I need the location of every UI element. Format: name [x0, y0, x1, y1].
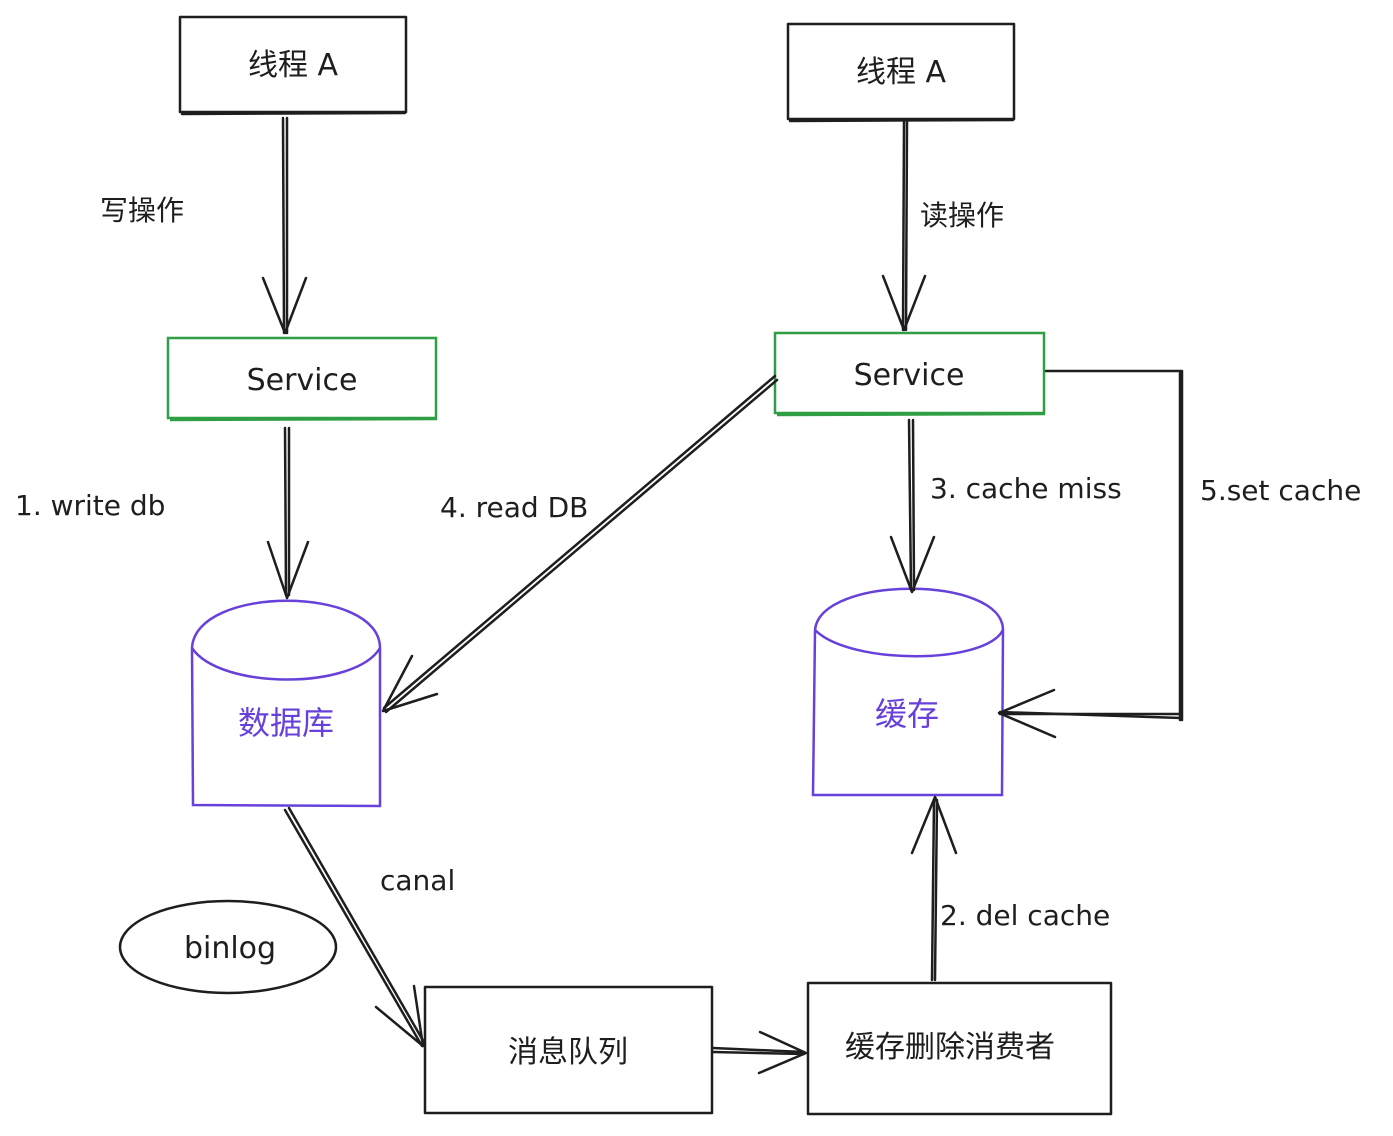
service-right-node[interactable]: Service — [773, 331, 1046, 417]
thread-right-label: 线程 A — [856, 55, 947, 90]
service-left-node[interactable]: Service — [166, 336, 438, 422]
arrow-set-cache — [997, 369, 1184, 739]
arrow-consumer-to-cache — [910, 795, 958, 982]
message-queue-label: 消息队列 — [508, 1035, 628, 1070]
database-node[interactable]: 数据库 — [190, 599, 382, 808]
arrow-service-left-to-database — [266, 426, 310, 600]
edge-label-read-op: 读操作 — [920, 199, 1004, 232]
thread-right-node[interactable]: 线程 A — [786, 22, 1016, 123]
edge-label-cache-miss: 3. cache miss — [930, 472, 1122, 505]
arrow-service-right-to-cache — [889, 418, 936, 594]
arrow-message-queue-to-consumer — [711, 1030, 808, 1075]
database-label: 数据库 — [238, 704, 334, 742]
arrow-service-right-to-database — [381, 374, 779, 714]
edge-label-set-cache: 5.set cache — [1200, 474, 1361, 507]
binlog-label: binlog — [184, 931, 276, 966]
thread-left-label: 线程 A — [248, 48, 339, 83]
binlog-node[interactable]: binlog — [118, 899, 338, 995]
edge-label-del-cache: 2. del cache — [940, 899, 1110, 932]
arrow-thread-left-to-service-left — [261, 116, 308, 335]
cache-delete-consumer-node[interactable]: 缓存删除消费者 — [806, 981, 1113, 1116]
cache-delete-consumer-label: 缓存删除消费者 — [845, 1030, 1055, 1065]
service-right-label: Service — [854, 358, 965, 393]
edge-label-write-db: 1. write db — [15, 489, 165, 522]
edge-label-read-db: 4. read DB — [440, 491, 588, 524]
edge-label-canal: canal — [380, 864, 455, 897]
cache-node[interactable]: 缓存 — [811, 587, 1005, 797]
edge-label-write-op: 写操作 — [100, 194, 184, 227]
service-left-label: Service — [247, 363, 358, 398]
arrow-database-to-message-queue — [283, 806, 427, 1048]
thread-left-node[interactable]: 线程 A — [178, 15, 408, 116]
cache-label: 缓存 — [875, 695, 939, 733]
arrow-thread-right-to-service-right — [881, 120, 927, 332]
message-queue-node[interactable]: 消息队列 — [423, 985, 714, 1115]
